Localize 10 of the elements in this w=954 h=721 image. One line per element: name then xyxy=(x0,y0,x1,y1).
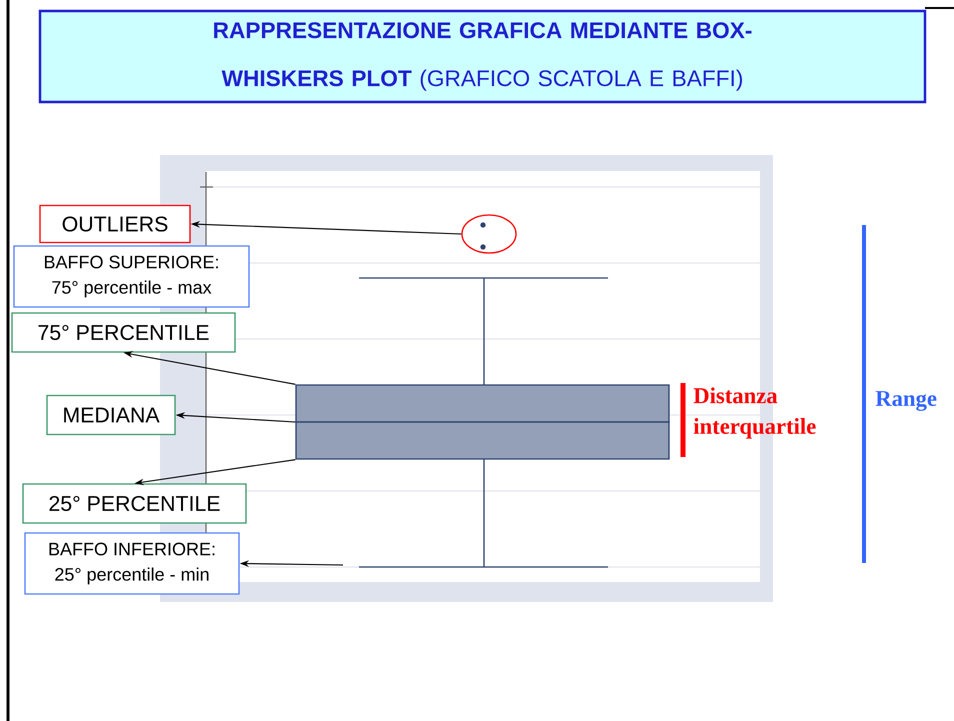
title-box: RAPPRESENTAZIONE GRAFICA MEDIANTE BOX-WHISKERS PLOT (GRAFICO SCATOLA E BAFFI) xyxy=(38,10,926,104)
outlier-ellipse xyxy=(461,214,517,254)
box-plot-box xyxy=(295,384,670,460)
label-box: 25° PERCENTILE xyxy=(22,483,247,524)
dimension-label: Range xyxy=(876,391,936,411)
label-box: OUTLIERS xyxy=(39,204,191,244)
label-box: BAFFO INFERIORE: 25° percentile - min xyxy=(24,532,240,595)
label-box: 75° PERCENTILE xyxy=(11,312,236,353)
label-box: MEDIANA xyxy=(46,394,176,436)
dimension-label: Distanza interquartile xyxy=(694,387,816,439)
